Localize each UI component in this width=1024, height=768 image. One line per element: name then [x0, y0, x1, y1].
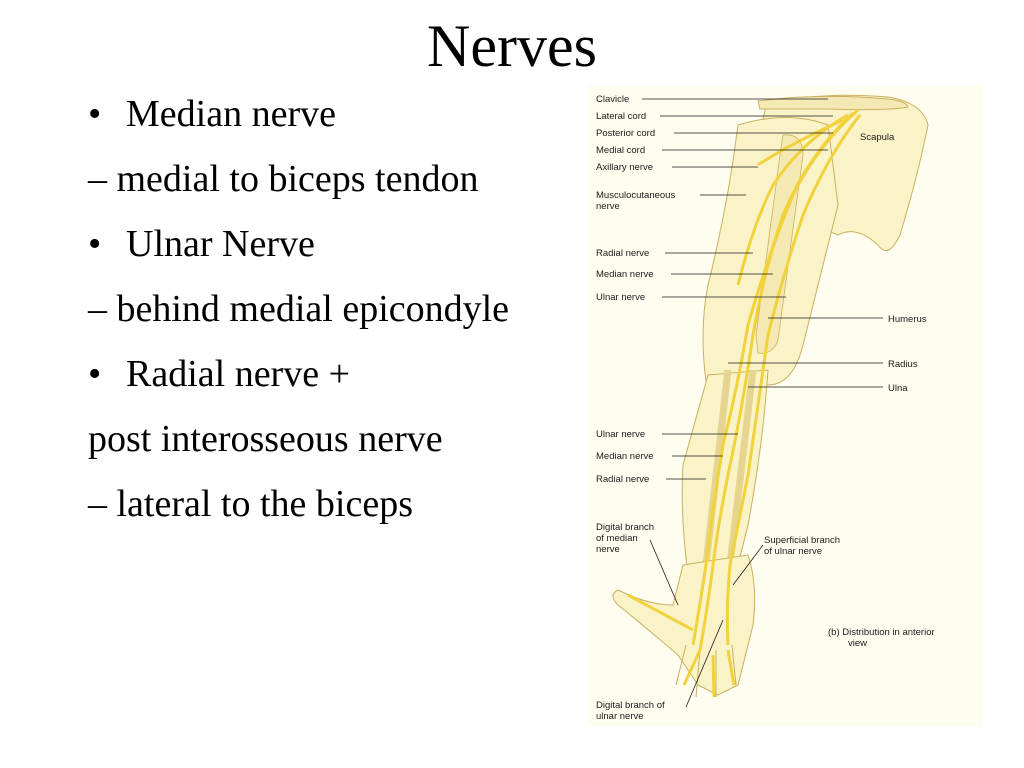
label-digital-median-line3: nerve — [596, 544, 620, 555]
thumb-branch-path — [627, 593, 694, 632]
sub-item: – medial to biceps tendon — [88, 157, 608, 222]
label-clavicle: Clavicle — [596, 94, 629, 105]
ulnar-nerve-path — [725, 114, 862, 646]
label-superficial-ulnar-line1: Superficial branch — [764, 535, 840, 546]
axillary-nerve-path — [757, 118, 844, 167]
musculocutaneous-nerve-path — [736, 113, 849, 286]
caption-line1: (b) Distribution in anterior — [828, 627, 935, 638]
median-nerve-path — [698, 111, 855, 651]
label-ulna: Ulna — [888, 383, 908, 394]
label-humerus: Humerus — [888, 314, 927, 325]
arm-nerve-illustration: Clavicle Lateral cord Posterior cord Med… — [588, 85, 982, 726]
bullet-text: Median nerve — [126, 93, 336, 135]
clavicle-shape — [757, 95, 909, 111]
label-digital-ulnar-line1: Digital branch of — [596, 700, 665, 711]
bullet-item: • Ulnar Nerve — [88, 222, 608, 287]
label-posterior-cord: Posterior cord — [596, 128, 655, 139]
sub-item: post interosseous nerve — [88, 417, 608, 482]
digital-branch-path — [726, 649, 736, 686]
label-digital-ulnar-line2: ulnar nerve — [596, 711, 644, 722]
slide-title: Nerves — [427, 13, 597, 79]
label-musculocutaneous-line2: nerve — [596, 201, 620, 212]
label-axillary-nerve: Axillary nerve — [596, 162, 653, 173]
bullet-marker: • — [88, 353, 102, 395]
label-ulnar-nerve-upper: Ulnar nerve — [596, 292, 645, 303]
sub-item-text: – lateral to the biceps — [88, 483, 413, 525]
nerve-paths — [627, 108, 862, 698]
label-radial-nerve-upper: Radial nerve — [596, 248, 649, 259]
bullet-list: •Median nerve – medial to biceps tendon … — [88, 92, 608, 547]
leader-superficial-ulnar — [732, 544, 764, 586]
label-scapula: Scapula — [860, 132, 895, 143]
bullet-text: Radial nerve + — [126, 353, 351, 395]
label-median-nerve-upper: Median nerve — [596, 269, 654, 280]
bullet-item: • Median nerve — [88, 92, 608, 157]
sub-item: – lateral to the biceps — [88, 482, 608, 547]
label-radius: Radius — [888, 359, 918, 370]
label-radial-nerve-lower: Radial nerve — [596, 474, 649, 485]
leader-digital-median — [649, 539, 679, 606]
bullet-text: Ulnar Nerve — [126, 223, 315, 265]
arm-nerve-diagram: Clavicle Lateral cord Posterior cord Med… — [596, 94, 935, 722]
finger-shape — [731, 644, 737, 686]
leader-lines — [642, 98, 883, 708]
label-medial-cord: Medial cord — [596, 145, 645, 156]
finger-shape — [675, 644, 687, 686]
sub-item-text: post interosseous nerve — [88, 418, 443, 460]
label-musculocutaneous-line1: Musculocutaneous — [596, 190, 675, 201]
digital-branch-path — [682, 649, 702, 686]
finger-shape — [695, 649, 701, 698]
sub-item: – behind medial epicondyle — [88, 287, 608, 352]
label-median-nerve-lower: Median nerve — [596, 451, 654, 462]
label-digital-median-line1: Digital branch — [596, 522, 654, 533]
bullet-item: • Radial nerve + — [88, 352, 608, 417]
leader-digital-ulnar — [685, 619, 724, 708]
label-superficial-ulnar-line2: of ulnar nerve — [764, 546, 822, 557]
label-ulnar-nerve-lower: Ulnar nerve — [596, 429, 645, 440]
digital-branch-path — [711, 654, 716, 698]
sub-item-text: – medial to biceps tendon — [88, 158, 479, 200]
bullet-marker: • — [88, 223, 102, 265]
bullet-marker: • — [88, 93, 102, 135]
humerus-bone — [755, 134, 804, 354]
label-digital-median-line2: of median — [596, 533, 638, 544]
caption-line2: view — [848, 638, 867, 649]
label-lateral-cord: Lateral cord — [596, 111, 646, 122]
ulna-bone — [726, 369, 757, 566]
sub-item-text: – behind medial epicondyle — [88, 288, 510, 330]
